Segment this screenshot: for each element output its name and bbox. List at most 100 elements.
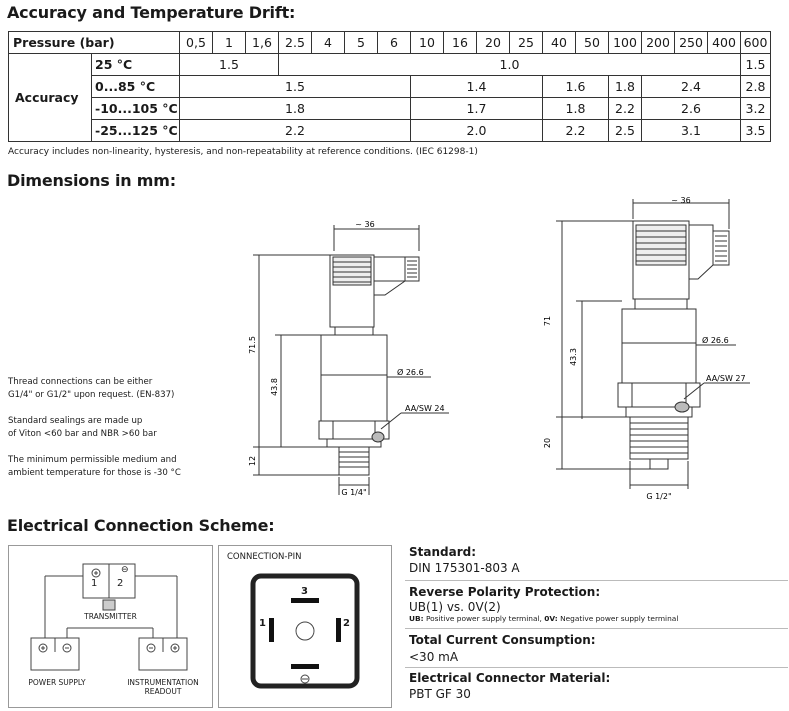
readout-label: INSTRUMENTATION READOUT [115,678,211,696]
body-dim: 43.3 [569,348,578,366]
temp-cell: -25...125 °C [91,119,180,142]
note-line: ambient temperature for those is -30 °C [8,468,181,478]
pressure-cell: 10 [410,31,444,54]
pressure-cell: 40 [542,31,576,54]
polarity-note-text: Negative power supply terminal [557,614,679,623]
accuracy-table: Pressure (bar) 0,5 1 1,6 2.5 4 5 6 10 16… [8,31,771,142]
accuracy-value: 3.2 [740,97,771,120]
pressure-cell: 4 [311,31,345,54]
body-dim: 43.8 [270,378,279,396]
pressure-cell: 1,6 [245,31,279,54]
material-label: Electrical Connector Material: [409,671,611,685]
sensor-drawing-g14: ~ 36 71.5 43.8 12 Ø 26.6 AA/SW 24 G 1/4" [248,220,449,497]
pin3-label: 3 [301,586,308,597]
temp-cell: 25 °C [91,53,180,76]
note-line: The minimum permissible medium and [8,455,177,465]
diameter-dim: Ø 26.6 [397,367,424,377]
pressure-cell: 16 [443,31,477,54]
pressure-cell: 400 [707,31,741,54]
pressure-cell: 2.5 [278,31,312,54]
accuracy-label: Accuracy [8,53,92,142]
readout-line: INSTRUMENTATION [127,678,199,687]
pressure-cell: 1 [212,31,246,54]
height-dim: 71 [543,316,552,326]
pressure-header: Pressure (bar) [8,31,180,54]
pressure-cell: 600 [740,31,771,54]
accuracy-value: 2.0 [410,119,543,142]
accuracy-value: 2.2 [542,119,609,142]
pin2-label: 2 [343,618,350,629]
table-row: 0...85 °C 1.5 1.4 1.6 1.8 2.4 2.8 [9,75,771,98]
accuracy-value: 1.6 [542,75,609,98]
divider [405,580,788,581]
pressure-cell: 0,5 [179,31,213,54]
temp-cell: 0...85 °C [91,75,180,98]
accuracy-value: 2.6 [641,97,741,120]
pin2-label: 2 [117,578,124,589]
diameter-dim: Ø 26.6 [702,335,729,345]
accuracy-value: 3.1 [641,119,741,142]
pressure-cell: 25 [509,31,543,54]
material-value: PBT GF 30 [409,687,471,701]
thread-length-dim: 12 [248,456,257,466]
current-label: Total Current Consumption: [409,633,596,647]
note-line: Thread connections can be either [8,377,153,387]
dimensions-section-title: Dimensions in mm: [7,171,176,190]
polarity-value: UB(1) vs. 0V(2) [409,600,501,614]
height-dim: 71.5 [248,336,257,354]
accuracy-value: 1.5 [179,53,279,76]
accuracy-value: 1.5 [179,75,411,98]
accuracy-value: 1.4 [410,75,543,98]
wrench-dim: AA/SW 27 [706,374,746,383]
pressure-cell: 20 [476,31,510,54]
accuracy-value: 1.8 [608,75,642,98]
width-dim: ~ 36 [355,220,374,229]
readout-line: READOUT [144,687,182,696]
table-header-row: Pressure (bar) 0,5 1 1,6 2.5 4 5 6 10 16… [8,31,771,54]
sensor-drawing-g12: ~ 36 71 43.3 20 Ø 26.6 AA/SW 27 G 1/2" [543,196,750,501]
power-supply-label: POWER SUPPLY [28,678,86,687]
accuracy-value: 2.8 [740,75,771,98]
accuracy-value: 2.5 [608,119,642,142]
wiring-diagram: 1 2 ⊖ TRANSMITTER POWER SUPPLY INSTRUMEN… [8,545,213,708]
minus-icon: ⊖ [121,565,129,575]
table-row: -25...125 °C 2.2 2.0 2.2 2.5 3.1 3.5 [9,119,771,142]
transmitter-label: TRANSMITTER [84,612,137,621]
pressure-cell: 250 [674,31,708,54]
pin1-label: 1 [91,578,98,589]
zero-v-term: 0V: [544,614,558,623]
accuracy-value: 1.8 [179,97,411,120]
standard-label: Standard: [409,545,477,559]
note-line: G1/4" or G1/2" upon request. (EN-837) [8,390,175,400]
thread-dim: G 1/4" [341,488,366,497]
pressure-cell: 50 [575,31,609,54]
accuracy-value: 1.8 [542,97,609,120]
accuracy-value: 1.7 [410,97,543,120]
width-dim: ~ 36 [671,196,690,205]
note-line: of Viton <60 bar and NBR >60 bar [8,429,157,439]
polarity-note-text: Positive power supply terminal, [423,614,545,623]
thread-note: Thread connections can be either G1/4" o… [8,376,174,402]
accuracy-note: Accuracy includes non-linearity, hystere… [8,147,478,157]
temp-cell: -10...105 °C [91,97,180,120]
polarity-label: Reverse Polarity Protection: [409,585,601,599]
note-line: Standard sealings are made up [8,416,143,426]
connection-pin-title: CONNECTION-PIN [227,552,302,562]
temperature-note: The minimum permissible medium and ambie… [8,454,181,480]
current-value: <30 mA [409,650,459,664]
divider [405,628,788,629]
wrench-dim: AA/SW 24 [405,404,445,413]
ub-term: UB: [409,614,424,623]
standard-value: DIN 175301-803 A [409,561,520,575]
thread-length-dim: 20 [543,438,552,448]
accuracy-value: 3.5 [740,119,771,142]
table-row: -10...105 °C 1.8 1.7 1.8 2.2 2.6 3.2 [9,97,771,120]
accuracy-section-title: Accuracy and Temperature Drift: [7,3,296,22]
pressure-cell: 6 [377,31,411,54]
pin1-label: 1 [259,618,266,629]
accuracy-value: 2.4 [641,75,741,98]
accuracy-value: 1.5 [740,53,771,76]
polarity-note: UB: Positive power supply terminal, 0V: … [409,614,678,623]
divider [405,667,788,668]
thread-dim: G 1/2" [646,492,671,501]
